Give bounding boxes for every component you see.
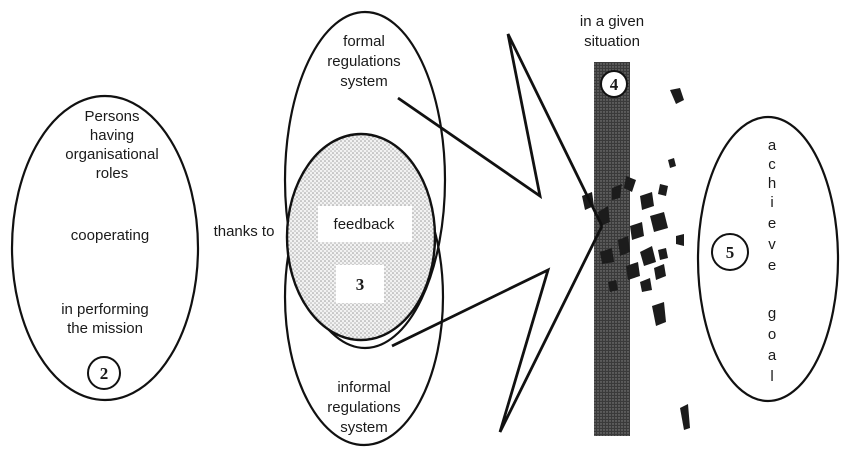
feedback-label: feedback [334,216,395,233]
formal-line-3: system [340,73,388,90]
upper-arrow-line [397,33,604,227]
goal-ellipse [696,115,840,403]
formal-system-ellipse [283,10,447,350]
number-4-label: 4 [610,75,619,94]
persons-line-3: organisational [65,146,158,163]
informal-line-1: informal [337,379,390,396]
formal-line-1: formal [343,33,385,50]
number-3-label: 3 [356,275,365,294]
achieve-letter-e1: e [768,215,776,232]
achieve-letter-h: h [768,175,776,192]
number-3-box [336,265,384,303]
informal-line-2: regulations [327,399,400,416]
number-5-label: 5 [726,243,735,262]
achieve-letter-v: v [768,236,776,253]
goal-letter-l: l [770,368,773,385]
mission-line-1: in performing [61,301,149,318]
persons-line-4: roles [96,165,129,182]
achieve-letter-a: a [768,137,777,154]
formal-line-2: regulations [327,53,400,70]
thanks-to-label: thanks to [214,223,275,240]
persons-line-1: Persons [84,108,139,125]
situation-line-2: situation [584,33,640,50]
number-4-circle [600,70,628,98]
number-2-label: 2 [100,364,109,383]
goal-letter-g: g [768,305,776,322]
cooperating-label: cooperating [71,227,149,244]
mission-line-2: the mission [67,320,143,337]
lower-arrow-line [391,225,604,433]
persons-line-2: having [90,127,134,144]
situation-line-1: in a given [580,13,644,30]
persons-ellipse [10,94,200,402]
achieve-letter-c: c [768,156,776,173]
number-5-circle [711,233,749,271]
number-2-circle [87,356,121,390]
feedback-label-box [318,206,412,242]
achieve-letter-i: i [770,194,773,211]
achieve-letter-e2: e [768,257,776,274]
informal-line-3: system [340,419,388,436]
goal-letter-a: a [768,347,777,364]
goal-letter-o: o [768,326,776,343]
